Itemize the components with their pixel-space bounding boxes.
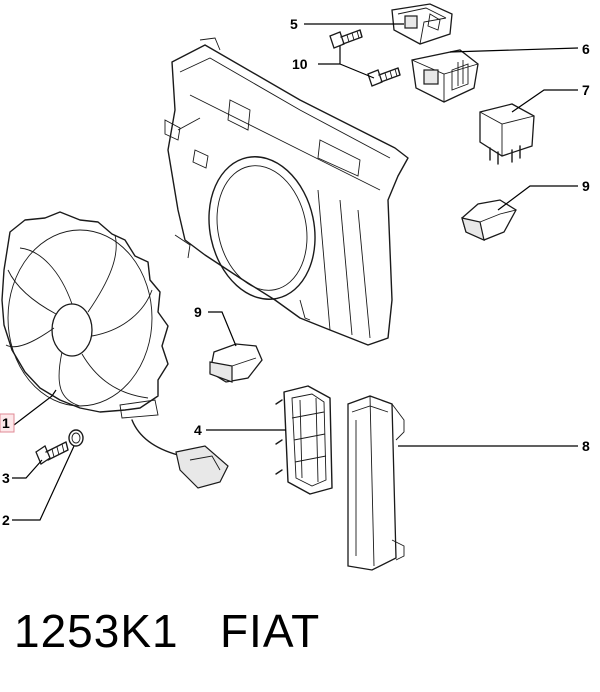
exploded-parts-diagram: 1 2 3 4 5 6 7 8 9 9 10	[0, 3, 590, 571]
cooling-fan-assembly	[1, 211, 169, 419]
bolt-10-lower	[367, 67, 401, 87]
o-ring	[68, 429, 84, 447]
leader-3	[12, 459, 43, 479]
clip-9-upper	[461, 199, 517, 242]
fan-resistor-5	[391, 3, 453, 45]
radiator-support-frame	[164, 37, 409, 346]
part-number-caption: 1253K1 FIAT	[14, 604, 320, 658]
fan-wiring-connector	[131, 419, 229, 489]
callout-8: 8	[582, 438, 590, 454]
leader-10	[318, 46, 375, 79]
bracket-4	[275, 385, 333, 495]
side-panel-8	[347, 395, 405, 571]
callout-9-center: 9	[194, 304, 202, 320]
callout-3: 3	[2, 470, 10, 486]
leader-2	[12, 445, 75, 521]
callout-10: 10	[292, 56, 308, 72]
brand-name: FIAT	[219, 605, 321, 657]
leader-9b	[208, 311, 237, 347]
callout-6: 6	[582, 41, 590, 57]
callout-1: 1	[2, 415, 10, 431]
leader-7	[511, 89, 578, 113]
callout-7: 7	[582, 82, 590, 98]
leader-6	[449, 47, 579, 53]
diagram-code: 1253K1	[14, 605, 179, 657]
callout-1-highlight	[0, 413, 15, 433]
callout-9-upper: 9	[582, 178, 590, 194]
leader-lines	[12, 23, 579, 521]
fan-control-unit-6	[411, 49, 479, 103]
callout-5: 5	[290, 16, 298, 32]
clip-9-center	[209, 343, 263, 383]
callout-4: 4	[194, 422, 202, 438]
bolt-3	[35, 441, 69, 465]
callout-2: 2	[2, 512, 10, 528]
callout-labels: 1 2 3 4 5 6 7 8 9 9 10	[0, 16, 590, 528]
bolt-10-upper	[329, 29, 363, 49]
relay-7	[479, 103, 535, 165]
leader-9a	[497, 185, 578, 211]
leader-1	[13, 389, 57, 426]
